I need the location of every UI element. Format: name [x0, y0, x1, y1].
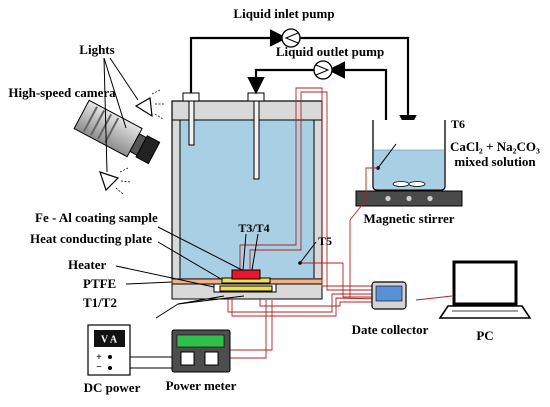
- tank-liquid: [180, 120, 314, 278]
- tank-base: [171, 269, 323, 300]
- main-tank: [171, 100, 323, 280]
- label-heater: Heater: [68, 257, 106, 272]
- light-upper: [134, 89, 164, 120]
- coating-sample: [231, 269, 261, 280]
- label-ptfe: PTFE: [83, 276, 116, 291]
- power-wires: [130, 356, 172, 369]
- heater: [219, 285, 273, 292]
- data-collector: [371, 281, 407, 310]
- liquid-outlet-pump-line: [247, 60, 388, 128]
- label-t6: T6: [451, 117, 465, 131]
- high-speed-camera: [73, 99, 161, 165]
- meter-display: [176, 334, 225, 348]
- label-lights: Lights: [79, 42, 114, 57]
- label-outlet-pump: Liquid outlet pump: [276, 44, 384, 59]
- lights-leaders: [103, 57, 139, 173]
- label-solution-line1: CaCl₂ + Na₂CO₃: [450, 139, 540, 154]
- plus-terminal: +: [96, 352, 102, 363]
- light-lower: [99, 167, 131, 195]
- label-stirrer: Magnetic stirrer: [363, 211, 454, 226]
- minus-terminal: −: [96, 362, 102, 373]
- magnetic-stirrer: [355, 190, 463, 207]
- label-pc: PC: [476, 328, 493, 343]
- solution-beaker: [372, 120, 446, 191]
- leader-lines: [115, 226, 317, 319]
- label-t3t4: T3/T4: [238, 221, 269, 235]
- dc-power-supply: V A + −: [87, 324, 131, 376]
- label-plate: Heat conducting plate: [30, 231, 152, 246]
- liquid-inlet-pump-line: [189, 28, 417, 133]
- label-camera: High-speed camera: [8, 85, 116, 100]
- label-collector: Date collector: [352, 322, 429, 337]
- va-display: V A: [101, 335, 118, 346]
- label-inlet-pump: Liquid inlet pump: [233, 6, 334, 21]
- label-solution-line2: mixed solution: [454, 154, 536, 169]
- label-dc-power: DC power: [84, 380, 141, 395]
- label-t5: T5: [318, 234, 332, 248]
- pc-laptop: [438, 260, 532, 319]
- t6-probe: [377, 143, 397, 169]
- power-meter: [171, 329, 231, 373]
- label-t1t2: T1/T2: [83, 295, 117, 310]
- collector-screen: [375, 285, 403, 302]
- stir-bar-icon: [392, 181, 410, 187]
- thermocouple-wires: [227, 87, 453, 359]
- label-sample: Fe - Al coating sample: [35, 210, 158, 225]
- label-power-meter: Power meter: [166, 378, 237, 393]
